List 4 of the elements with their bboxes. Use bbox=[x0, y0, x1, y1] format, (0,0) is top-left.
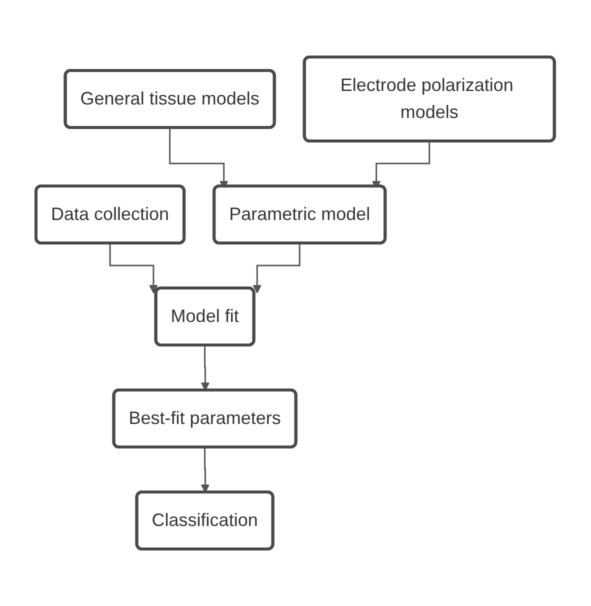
arrow bbox=[110, 242, 158, 294]
arrow bbox=[201, 344, 210, 391]
arrow bbox=[201, 446, 210, 493]
arrow bbox=[253, 242, 302, 294]
